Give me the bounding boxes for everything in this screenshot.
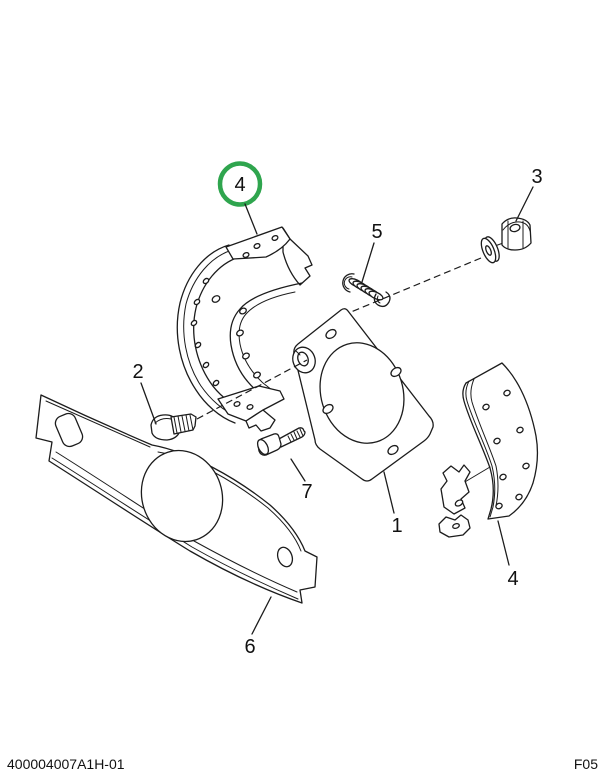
selection-ellipse	[217, 161, 263, 207]
part-5-spring	[342, 273, 391, 308]
footer: 400004007A1H-01 F05	[7, 756, 598, 772]
callout-label: 7	[301, 481, 312, 503]
leader-line	[251, 596, 272, 635]
part-3-nut-washer	[480, 217, 532, 264]
callout-2[interactable]: 2	[132, 361, 157, 425]
centerline-stud-axis	[350, 257, 482, 313]
callout-1[interactable]: 1	[383, 471, 403, 537]
arm-center-hole	[140, 449, 224, 543]
arm-small-hole	[276, 546, 294, 568]
web-holes	[236, 307, 261, 379]
hex-nut	[501, 217, 532, 251]
shoe-bottom-flange	[217, 385, 285, 432]
callout-label: 2	[132, 361, 143, 383]
part-6-anchor-arm	[35, 394, 318, 604]
washer	[480, 236, 500, 264]
leader-line	[497, 520, 510, 566]
callout-4-highlighted[interactable]: 4	[217, 161, 263, 235]
callouts-layer: 4 3 5 2 7 1 4 6	[132, 161, 543, 658]
plate-keyhole-cutout	[292, 346, 316, 374]
leader-line	[361, 242, 375, 283]
bolt-head	[256, 433, 282, 456]
callout-3[interactable]: 3	[515, 166, 543, 222]
arm-rect-hole	[54, 412, 84, 448]
figure-code: F05	[574, 756, 598, 772]
callout-label: 3	[531, 166, 542, 188]
rivet-holes	[190, 277, 221, 387]
callout-7[interactable]: 7	[290, 458, 313, 503]
part-4-brake-shoe-left	[176, 226, 313, 432]
callout-4-right[interactable]: 4	[497, 520, 519, 590]
leader-line	[290, 458, 306, 482]
part-7-bolt	[256, 427, 306, 456]
part-1-backing-plate	[292, 308, 434, 482]
callout-label: 6	[244, 636, 255, 658]
shoe-anchor-tabs	[438, 464, 471, 538]
leader-line	[244, 203, 258, 235]
leader-line	[383, 471, 395, 514]
callout-label: 1	[391, 515, 402, 537]
leader-line	[140, 382, 157, 425]
document-id: 400004007A1H-01	[7, 756, 125, 772]
part-2-adjuster	[150, 413, 197, 441]
plate-center-hole	[319, 342, 405, 444]
callout-label: 4	[507, 568, 518, 590]
shoe-top-flange	[225, 226, 291, 260]
leader-line	[515, 186, 534, 222]
rivet-holes	[482, 389, 530, 510]
callout-label: 4	[234, 174, 245, 196]
centerline-adjuster-axis	[196, 359, 308, 420]
callout-label: 5	[371, 221, 382, 243]
part-4-brake-shoe-right	[438, 362, 539, 538]
callout-6[interactable]: 6	[244, 596, 272, 658]
shoe-web-top-tab	[282, 227, 313, 286]
callout-5[interactable]: 5	[361, 221, 383, 283]
